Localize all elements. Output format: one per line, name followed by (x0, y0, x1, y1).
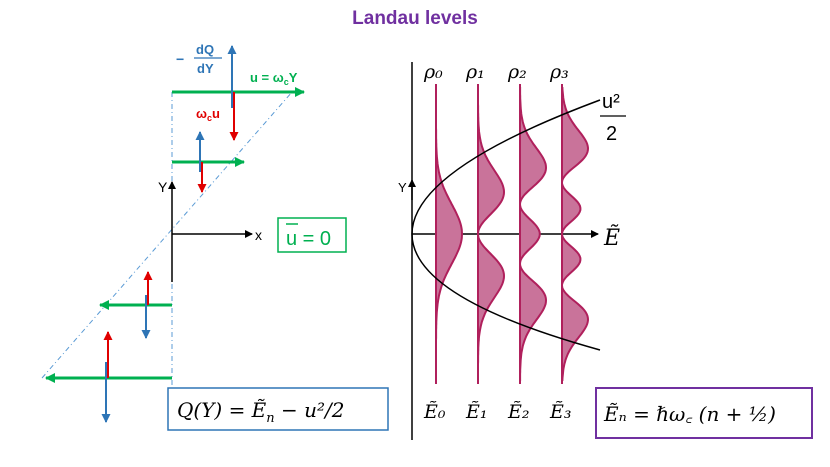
density-label-1: ρ₁ (465, 61, 485, 83)
density-area-0 (436, 88, 462, 380)
energy-label-1: Ẽ₁ (465, 401, 488, 423)
flux-equation: Q(Y) = Ẽn − u²/2 (177, 398, 345, 426)
density-area-3 (562, 88, 588, 380)
energy-label-3: Ẽ₃ (549, 401, 572, 423)
energy-label-0: Ẽ₀ (423, 401, 446, 423)
density-label-3: ρ₃ (549, 61, 569, 83)
page-title: Landau levels (352, 8, 478, 29)
energy-equation-box (595, 387, 813, 439)
energy-equation: Ẽₙ = ℏω꜀ (n + ½) (603, 402, 776, 426)
force-label: ωcu (196, 106, 220, 123)
flux-label-den: dY (197, 61, 214, 76)
x-axis-right-label: Ẽ (603, 223, 620, 251)
parabola-label-num: u² (602, 91, 620, 113)
x-axis-left-label: x (255, 227, 262, 243)
density-area-2 (520, 88, 546, 380)
flux-equation-box (167, 387, 389, 431)
density-labels: ρ₀ ρ₁ ρ₂ ρ₃ (423, 61, 569, 83)
y-axis-right-label: Y (398, 180, 407, 195)
mean-velocity-box (277, 217, 347, 253)
y-axis-left-label: Y (158, 179, 168, 195)
velocity-label: u = ωcY (250, 70, 298, 87)
flux-label-minus: − (176, 51, 184, 67)
density-label-2: ρ₂ (507, 61, 527, 83)
parabola-label-den: 2 (606, 123, 617, 145)
energy-label-2: Ẽ₂ (507, 401, 530, 423)
flux-label-num: dQ (196, 42, 214, 57)
density-area-1 (478, 88, 504, 380)
density-curve-2 (518, 87, 548, 381)
mean-velocity-label: u = 0 (286, 228, 331, 250)
velocity-profile-diagonal (41, 91, 293, 379)
energy-labels: Ẽ₀ Ẽ₁ Ẽ₂ Ẽ₃ (423, 401, 572, 423)
parabola-curve (411, 99, 601, 351)
density-label-0: ρ₀ (423, 61, 443, 83)
